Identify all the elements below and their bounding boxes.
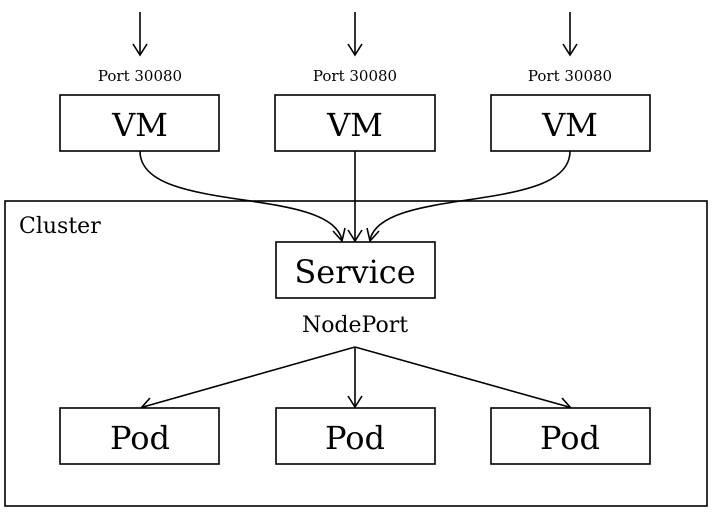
- pod-2-label: Pod: [325, 419, 385, 457]
- edge-vm1-to-service: [139, 150, 346, 243]
- vm-1-label: VM: [111, 106, 168, 144]
- pod-node-2: Pod: [275, 407, 436, 465]
- vm-3-label: VM: [541, 106, 598, 144]
- edge-service-to-pod-1: [140, 346, 356, 411]
- vm-3-port-label: Port 30080: [528, 67, 612, 85]
- edge-vm2-to-service: [347, 151, 363, 243]
- cluster-label: Cluster: [19, 214, 101, 239]
- incoming-arrow-1: [132, 12, 148, 57]
- vm-node-3: VM: [490, 94, 651, 152]
- service-type-label: NodePort: [302, 313, 408, 338]
- incoming-arrow-3: [562, 12, 578, 57]
- incoming-arrow-2: [347, 12, 363, 57]
- vm-node-2: VM: [274, 94, 436, 152]
- pod-1-label: Pod: [110, 419, 170, 457]
- pod-3-label: Pod: [540, 419, 600, 457]
- edge-service-to-pod-2: [347, 347, 363, 409]
- edge-service-to-pod-3: [354, 346, 572, 411]
- edge-vm3-to-service: [366, 150, 571, 243]
- vm-2-port-label: Port 30080: [313, 67, 397, 85]
- pod-node-1: Pod: [59, 407, 220, 465]
- vm-node-1: VM: [59, 94, 220, 152]
- vm-1-port-label: Port 30080: [98, 67, 182, 85]
- vm-2-label: VM: [326, 106, 383, 144]
- pod-node-3: Pod: [490, 407, 651, 465]
- service-node: Service: [275, 241, 436, 299]
- cluster-frame: [4, 200, 708, 507]
- service-label: Service: [294, 253, 415, 291]
